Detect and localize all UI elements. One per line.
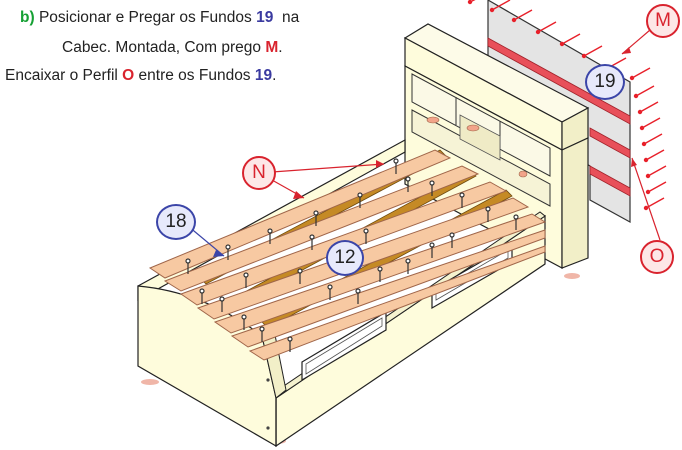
instruction-line-3-mid: entre os Fundos [138, 67, 251, 84]
callout-19: 19 [585, 64, 625, 100]
part-ref-O: O [122, 67, 135, 84]
step-label: b) [20, 9, 35, 26]
part-ref-19-b: 19 [254, 67, 273, 84]
instruction-line-3-end: . [272, 67, 277, 84]
nails [467, 0, 667, 211]
instruction-line-2-end: . [278, 39, 283, 56]
instruction-line-1: b) Posicionar e Pregar os Fundos 19 na [20, 8, 299, 28]
callout-18: 18 [156, 204, 196, 240]
part-ref-19: 19 [256, 9, 274, 26]
instruction-line-3: Encaixar o Perfil O entre os Fundos 19. [5, 66, 276, 86]
callout-n: N [242, 156, 276, 190]
instruction-line-1-end: na [281, 9, 300, 26]
callout-12: 12 [326, 240, 364, 276]
instruction-line-3-text: Encaixar o Perfil [5, 67, 118, 84]
instruction-line-2-text: Cabec. Montada, Com prego [62, 39, 262, 56]
instruction-line-1-text: Posicionar e Pregar os Fundos [38, 9, 252, 26]
callout-o: O [640, 240, 674, 274]
instruction-line-2: Cabec. Montada, Com prego M. [62, 38, 283, 58]
callout-m: M [646, 4, 680, 38]
leader-lines [187, 29, 661, 257]
slat-screws [185, 158, 519, 352]
part-ref-M: M [265, 39, 279, 56]
